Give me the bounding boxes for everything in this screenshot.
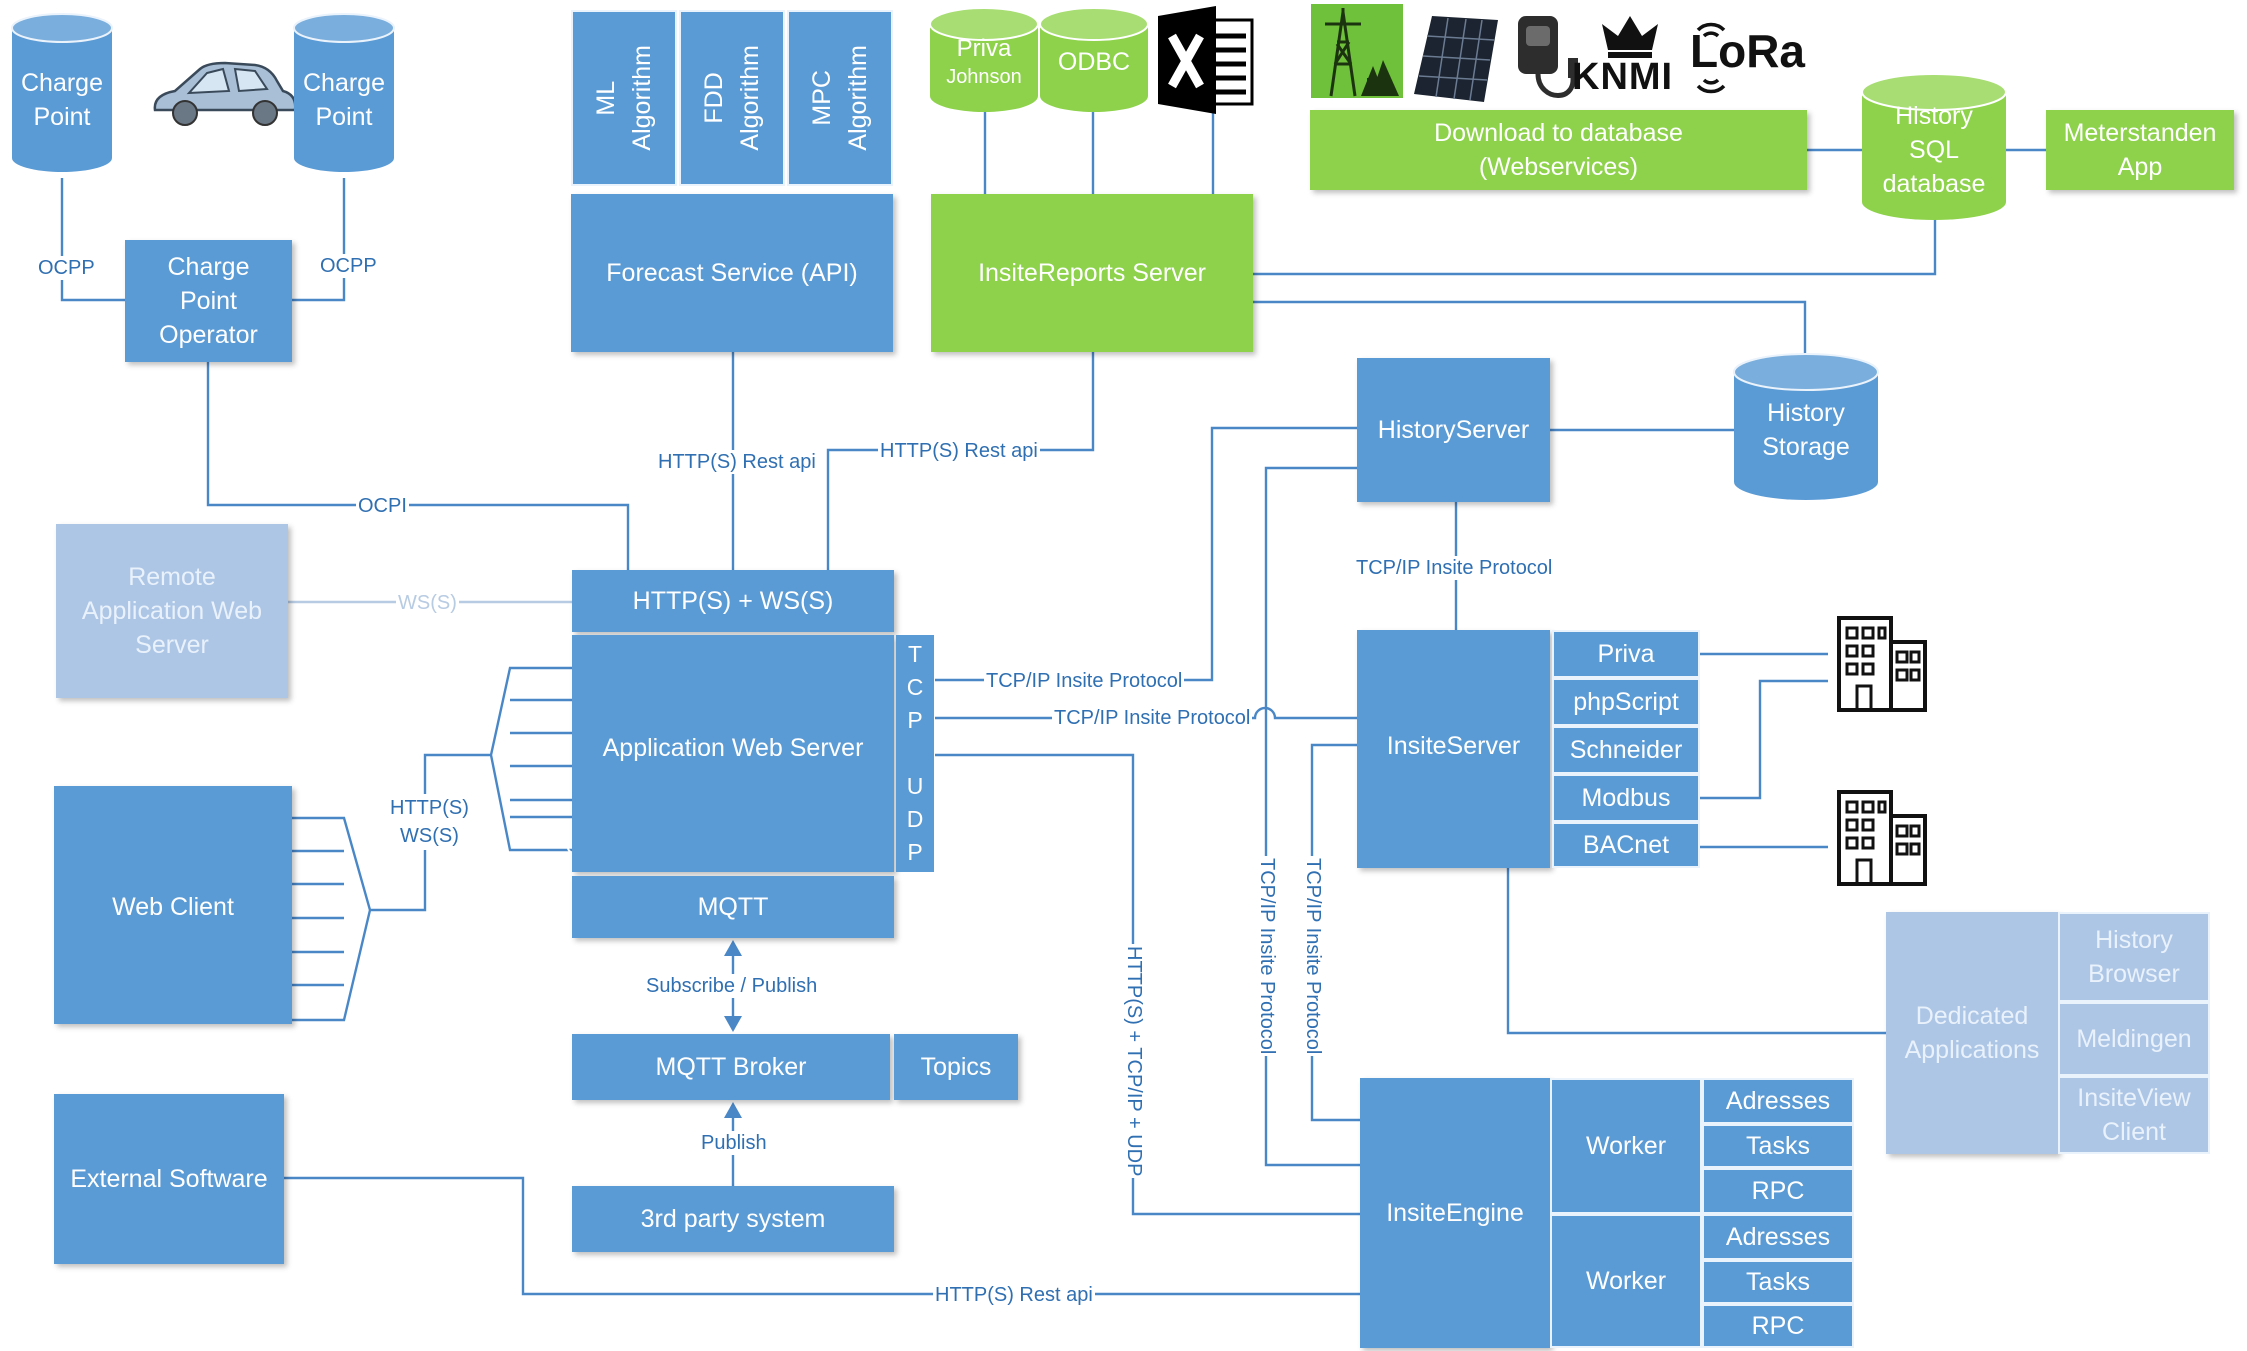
- mqtt-port: MQTT: [572, 876, 894, 938]
- web-client: Web Client: [54, 786, 292, 1024]
- ev-charger-icon: [1518, 16, 1578, 96]
- worker-2-rpc: RPC: [1702, 1304, 1854, 1348]
- label-subscribe-publish: Subscribe / Publish: [644, 974, 819, 998]
- arrow-up-mqtt: [724, 940, 742, 956]
- history-browser: History Browser: [2058, 912, 2210, 1002]
- meterstanden-app: Meterstanden App: [2046, 110, 2234, 190]
- protocol-phpscript: phpScript: [1552, 678, 1700, 726]
- fdd-algorithm-label: FDD Algorithm: [696, 45, 768, 151]
- tcp-letter-c: C: [907, 671, 924, 704]
- mpc-algorithm-label: MPC Algorithm: [804, 45, 876, 151]
- car-icon: [155, 63, 295, 125]
- insite-server: InsiteServer: [1357, 630, 1550, 868]
- meldingen: Meldingen: [2058, 1002, 2210, 1076]
- mqtt-broker: MQTT Broker: [572, 1034, 890, 1100]
- knmi-crown-icon: [1602, 16, 1658, 58]
- forecast-service: Forecast Service (API): [571, 194, 893, 352]
- history-storage-label: History Storage: [1734, 390, 1878, 470]
- insite-engine: InsiteEngine: [1360, 1078, 1550, 1348]
- https-wss-port: HTTP(S) + WS(S): [572, 570, 894, 632]
- download-to-database: Download to database (Webservices): [1310, 110, 1807, 190]
- protocol-priva: Priva: [1552, 630, 1700, 678]
- edge-reports-historysql: [1253, 215, 1935, 274]
- lora-logo: LoRa: [1690, 24, 1805, 78]
- tcp-letter-t: T: [908, 638, 922, 671]
- edge-tcp-historyserver: [935, 428, 1357, 680]
- mpc-algorithm: MPC Algorithm: [787, 10, 893, 186]
- label-tcp-insite-1: TCP/IP Insite Protocol: [984, 669, 1184, 693]
- excel-icon: [1158, 6, 1252, 114]
- protocol-modbus: Modbus: [1552, 774, 1700, 822]
- mqtt-topics: Topics: [894, 1034, 1018, 1100]
- udp-letter-p: P: [907, 836, 922, 869]
- ml-algorithm: ML Algorithm: [571, 10, 677, 186]
- label-rest-forecast: HTTP(S) Rest api: [656, 450, 818, 474]
- edge-ocpp-left: [62, 178, 125, 300]
- application-web-server: Application Web Server: [572, 635, 894, 872]
- label-ocpi: OCPI: [356, 494, 409, 518]
- tcp-letter-p: P: [907, 704, 922, 737]
- udp-letter-u: U: [907, 770, 924, 803]
- edge-app-insiteengine: [935, 755, 1360, 1214]
- label-tcp-insite-2: TCP/IP Insite Protocol: [1052, 706, 1252, 730]
- label-vertical-tcp-1: TCP/IP Insite Protocol: [1255, 856, 1279, 1056]
- label-vertical-tcp-2: TCP/IP Insite Protocol: [1301, 856, 1325, 1056]
- worker-1-rpc: RPC: [1702, 1168, 1854, 1214]
- odbc-label: ODBC: [1040, 44, 1148, 80]
- label-rest-reports: HTTP(S) Rest api: [878, 439, 1040, 463]
- remote-application-web-server: Remote Application Web Server: [56, 524, 288, 698]
- knmi-logo: KNMI: [1572, 56, 1673, 99]
- edge-appserver-fan: [491, 668, 572, 850]
- arrow-down-broker: [724, 1016, 742, 1032]
- label-vertical-https-tcp-udp: HTTP(S) + TCP/IP + UDP: [1122, 944, 1146, 1178]
- arrow-up-broker: [724, 1102, 742, 1118]
- building-icon-top: [1839, 618, 1925, 710]
- ml-algorithm-label: ML Algorithm: [588, 45, 660, 151]
- fdd-algorithm: FDD Algorithm: [679, 10, 785, 186]
- charge-point-operator: Charge Point Operator: [125, 240, 292, 362]
- edge-ocpp-right: [292, 178, 344, 300]
- history-server: HistoryServer: [1357, 358, 1550, 502]
- worker-2-tasks: Tasks: [1702, 1260, 1854, 1304]
- worker-1-adresses: Adresses: [1702, 1078, 1854, 1124]
- worker-2-adresses: Adresses: [1702, 1214, 1854, 1260]
- label-wss: WS(S): [396, 591, 459, 615]
- worker-1: Worker: [1550, 1078, 1702, 1214]
- label-rest-external: HTTP(S) Rest api: [933, 1283, 1095, 1307]
- insite-reports-server: InsiteReports Server: [931, 194, 1253, 352]
- edge-reports-historystorage: [1253, 302, 1805, 360]
- dedicated-applications: Dedicated Applications: [1886, 912, 2058, 1154]
- power-line-icon: [1311, 4, 1403, 98]
- edge-modbus-building: [1700, 681, 1828, 798]
- priva-johnson-sub: Johnson: [930, 64, 1038, 90]
- label-ocpp-left: OCPP: [36, 256, 97, 280]
- protocol-bacnet: BACnet: [1552, 822, 1700, 868]
- label-https-wss: HTTP(S) WS(S): [388, 794, 471, 850]
- external-software: External Software: [54, 1094, 284, 1264]
- tcp-udp-letters: T C P U D P: [895, 638, 935, 872]
- edge-insiteserver-dedicated: [1508, 868, 1886, 1033]
- solar-panel-icon: [1414, 16, 1498, 102]
- charge-point-right: Charge Point: [294, 60, 394, 140]
- label-publish: Publish: [699, 1131, 769, 1155]
- charge-point-left: Charge Point: [12, 60, 112, 140]
- label-tcp-history: TCP/IP Insite Protocol: [1354, 556, 1554, 580]
- history-sql-label: History SQL database: [1862, 98, 2006, 202]
- worker-2: Worker: [1550, 1214, 1702, 1348]
- building-icon-bottom: [1839, 792, 1925, 884]
- third-party-system: 3rd party system: [572, 1186, 894, 1252]
- protocol-schneider: Schneider: [1552, 726, 1700, 774]
- label-ocpp-right: OCPP: [318, 254, 379, 278]
- worker-1-tasks: Tasks: [1702, 1124, 1854, 1168]
- udp-letter-d: D: [907, 803, 924, 836]
- insiteview-client: InsiteView Client: [2058, 1076, 2210, 1154]
